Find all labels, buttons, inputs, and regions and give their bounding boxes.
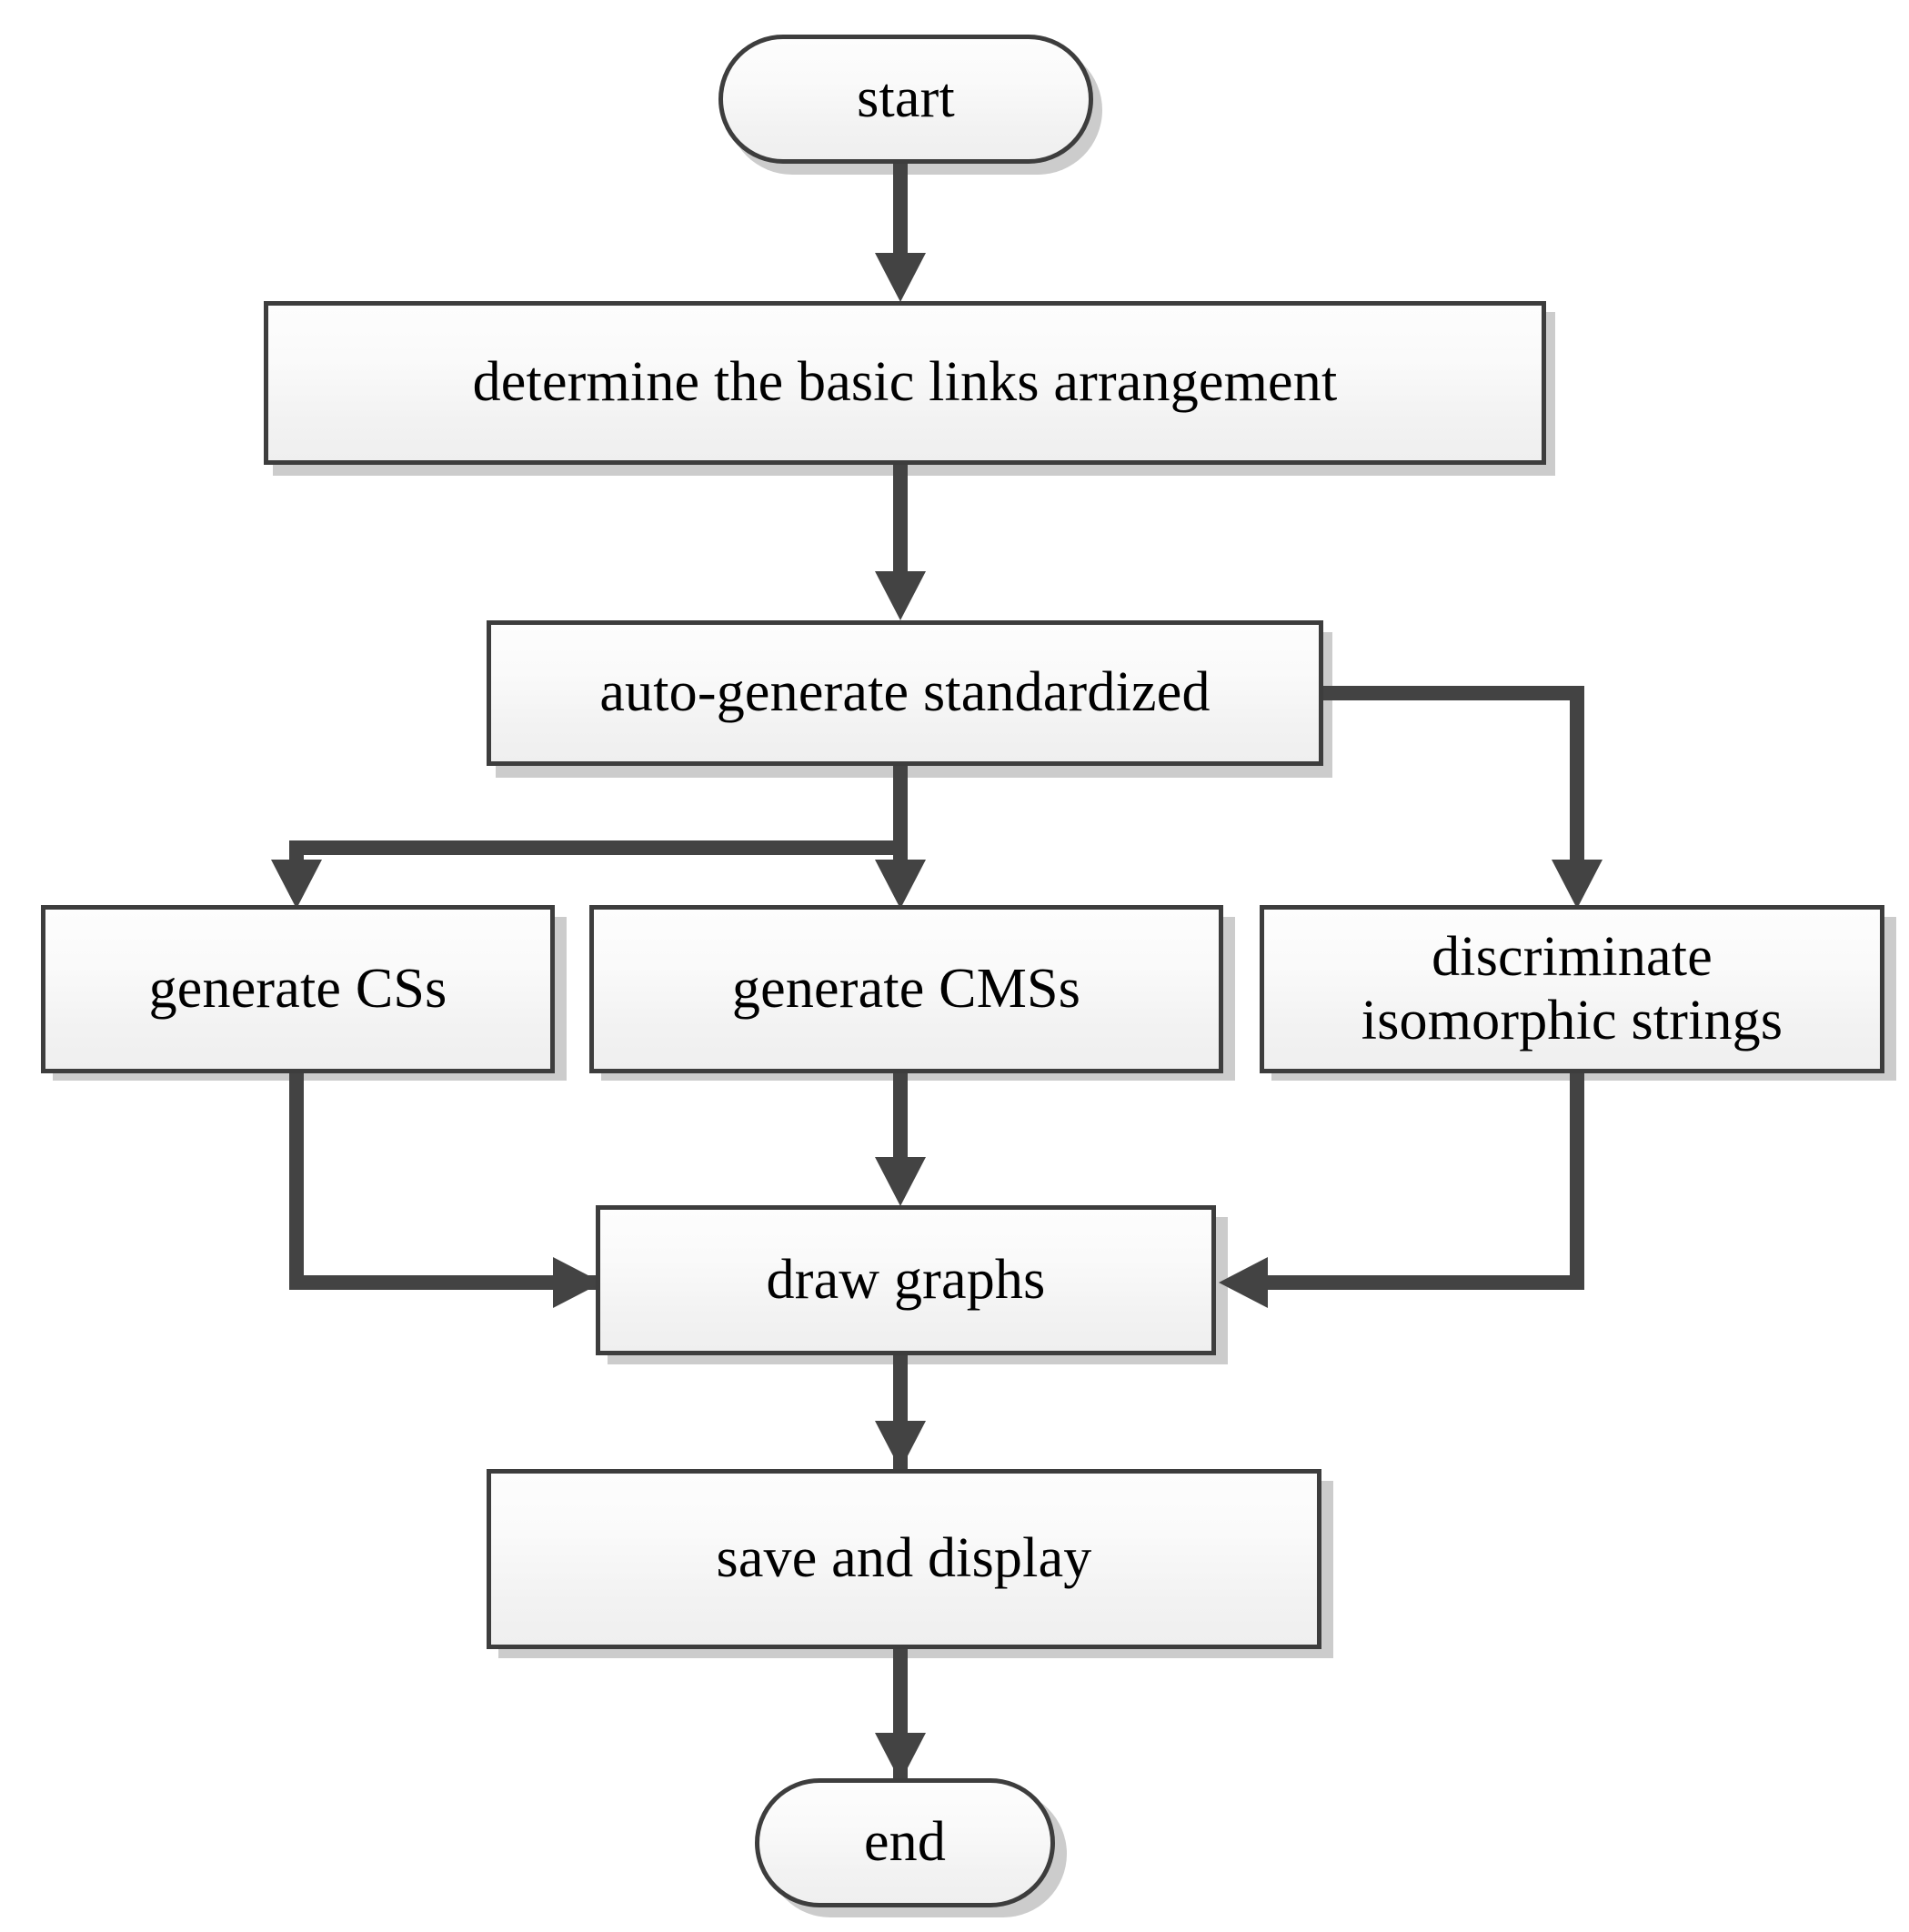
node-discriminate-label: discriminate isomorphic strings: [1361, 926, 1783, 1052]
edge-gen-css-to-draw-arrowhead: [553, 1257, 602, 1308]
node-end[interactable]: end: [755, 1778, 1055, 1907]
node-draw-graphs[interactable]: draw graphs: [596, 1205, 1216, 1355]
edge-autogen-trunk-vertical: [893, 762, 908, 871]
edge-determine-to-autogen-arrowhead: [875, 571, 926, 620]
node-determine-label: determine the basic links arrangement: [472, 351, 1338, 414]
edge-save-to-end-arrowhead: [875, 1733, 926, 1782]
node-save-display-label: save and display: [716, 1527, 1092, 1590]
node-save-and-display[interactable]: save and display: [487, 1469, 1321, 1649]
edge-autogen-to-discriminate-arrowhead: [1552, 860, 1603, 909]
edge-autogen-to-gen-css-horizontal: [289, 840, 900, 855]
node-determine-basic-links-arrangement[interactable]: determine the basic links arrangement: [264, 301, 1546, 465]
edge-discriminate-to-draw-horizontal: [1268, 1275, 1584, 1290]
edge-draw-to-save-arrowhead: [875, 1421, 926, 1470]
edge-gen-cmss-to-draw-arrowhead: [875, 1157, 926, 1206]
node-draw-graphs-label: draw graphs: [766, 1248, 1046, 1311]
node-end-label: end: [863, 1811, 947, 1874]
edge-gen-css-to-draw-horizontal: [289, 1275, 606, 1290]
node-start-label: start: [857, 67, 955, 130]
edge-gen-css-to-draw-vertical: [289, 1072, 304, 1290]
node-autogen-label: auto-generate standardized: [599, 661, 1211, 724]
edge-autogen-to-discriminate-horizontal: [1323, 686, 1584, 700]
edge-discriminate-to-draw-vertical: [1570, 1072, 1584, 1290]
node-start[interactable]: start: [718, 35, 1093, 164]
edge-autogen-to-gen-cmss-arrowhead: [875, 860, 926, 909]
node-auto-generate-standardized[interactable]: auto-generate standardized: [487, 620, 1323, 766]
edge-start-to-determine-line: [893, 162, 908, 273]
edge-autogen-to-gen-css-arrowhead: [271, 860, 322, 909]
node-generate-cmss-label: generate CMSs: [731, 957, 1081, 1020]
node-generate-css[interactable]: generate CSs: [41, 905, 555, 1073]
edge-autogen-to-discriminate-vertical: [1570, 686, 1584, 895]
edge-discriminate-to-draw-arrowhead: [1219, 1257, 1268, 1308]
node-discriminate-isomorphic-strings[interactable]: discriminate isomorphic strings: [1260, 905, 1884, 1073]
edge-determine-to-autogen-line: [893, 462, 908, 580]
node-generate-cmss[interactable]: generate CMSs: [589, 905, 1223, 1073]
edge-start-to-determine-arrowhead: [875, 253, 926, 302]
node-generate-css-label: generate CSs: [148, 957, 447, 1020]
